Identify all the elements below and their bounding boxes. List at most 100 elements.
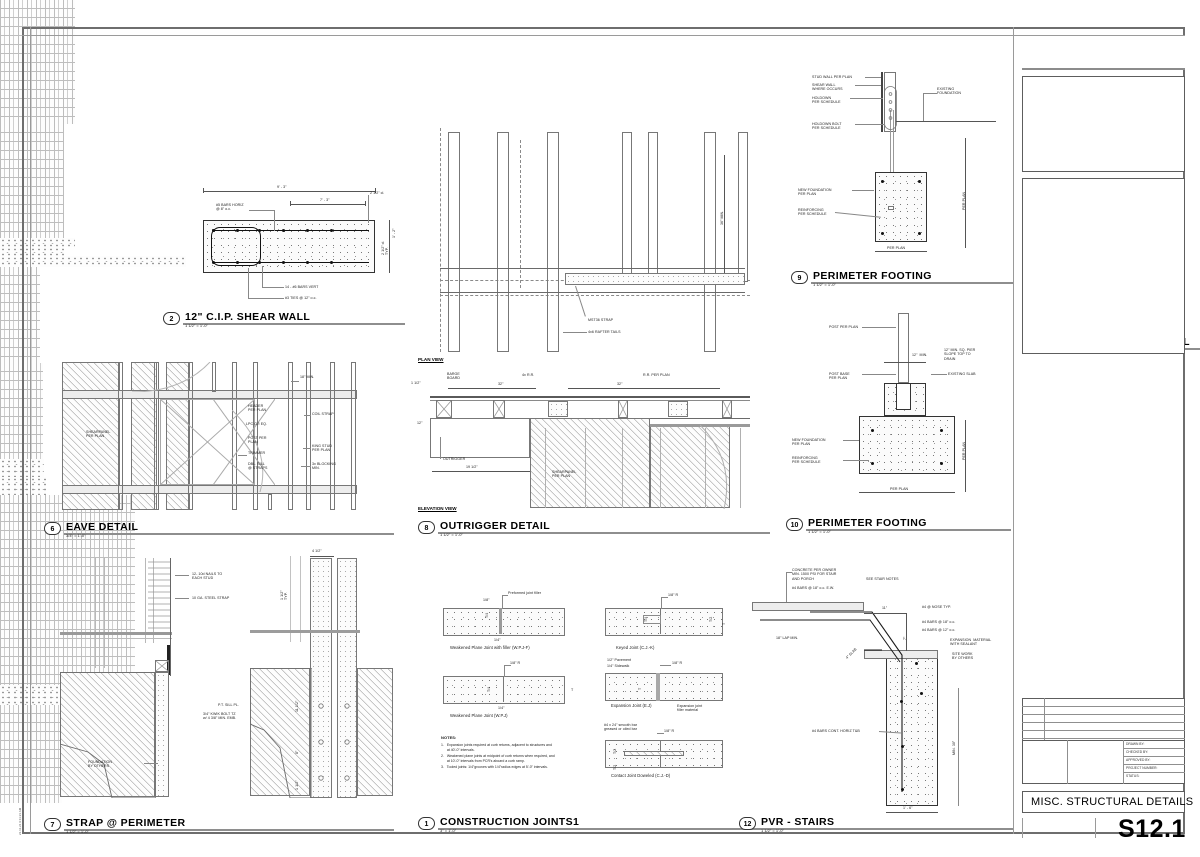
- dim-clearance: 2 1/2" cl.: [370, 191, 385, 195]
- tb-field-row: [1123, 756, 1185, 757]
- holdown-body: [884, 86, 897, 130]
- detail-number: 9: [791, 271, 808, 284]
- tb-detail-box-3: [1022, 178, 1185, 354]
- rebar-horiz-top: [214, 230, 369, 232]
- field-drawn-by: DRAWN BY:: [1126, 742, 1145, 746]
- stud-e: [585, 428, 586, 508]
- leader: [843, 440, 859, 441]
- title-rule: [759, 828, 1013, 830]
- title-rule: [438, 828, 768, 830]
- label-cont-bars: #4 BARS CONT. HORIZ T&B: [812, 729, 860, 733]
- label-cj2-d: 1/4": [498, 706, 505, 710]
- shear-wall-face: [881, 72, 883, 132]
- label-cj5-b: 1/8" R: [664, 729, 675, 733]
- label-width: 1' - 6": [903, 806, 913, 810]
- barge-board: [436, 400, 452, 418]
- detail-name: OUTRIGGER DETAIL: [440, 520, 551, 532]
- label-min30: MIN. 30": [952, 740, 956, 755]
- rebar-dot: [915, 662, 918, 665]
- detail-perimeter-footing-9: PER PLAN PER PLAN STUD WALL PER PLAN SHE…: [0, 0, 1200, 287]
- leader: [262, 266, 263, 287]
- label-trimmer: TRIMMER: [248, 451, 266, 455]
- label-12min: 12" MIN.: [912, 353, 928, 357]
- site-joint: [958, 688, 959, 806]
- rebar-dot: [940, 429, 943, 432]
- leader: [852, 190, 874, 191]
- border-right-inner: [1013, 27, 1014, 834]
- label-mst36: MST36 STRAP: [588, 318, 614, 322]
- label-shearpanel-elev: SHEARPANEL PER PLAN: [552, 470, 577, 479]
- tb-field-col-2: [1123, 740, 1124, 784]
- dim-clearance-typ: 2 1/2" cl. TYP.: [381, 240, 390, 255]
- plot-stamp: 21.11.21 9:11:21 AM: [18, 807, 22, 835]
- site-gravel: [0, 685, 62, 705]
- leader: [862, 374, 896, 375]
- rebar-dot: [258, 229, 261, 232]
- cj4-filler: [656, 673, 660, 701]
- rr-x: [619, 401, 627, 417]
- shearpanel-elev-1: [530, 418, 650, 508]
- label-12in: 12": [417, 421, 423, 425]
- stud: [253, 362, 258, 510]
- label-bolt: 3/4" KWIK BOLT TZ w/ 4 3/8" MIN. EMB.: [203, 712, 237, 721]
- earth-10-left: [0, 267, 40, 363]
- rafter: [622, 132, 632, 282]
- tb-rev-row: [1022, 722, 1185, 723]
- strap-stud: [104, 558, 105, 668]
- leader: [855, 124, 885, 125]
- cj3-keyway: [643, 615, 661, 624]
- braced-bay: [160, 399, 255, 485]
- stud-e: [660, 428, 661, 508]
- title-rule: [183, 323, 405, 325]
- label-cj5-c: T/2: [613, 748, 617, 754]
- leader: [862, 327, 896, 328]
- label-cj4-a: 1/2" Pavement: [607, 658, 632, 662]
- leader: [368, 195, 369, 223]
- label-header: HEADER PER PLAN: [248, 404, 267, 413]
- notes-title: NOTES:: [441, 735, 457, 740]
- label-holdown-9: HOLDOWN PER SCHEDULE: [812, 96, 841, 105]
- dim-7in: [906, 613, 907, 651]
- stud: [188, 362, 193, 510]
- tb-rev-row: [1022, 714, 1185, 715]
- cj-slab-2: [443, 676, 565, 704]
- note-3: 3. Tooled joints: 1/4"grooves with 1/4"r…: [441, 765, 548, 769]
- detail-scale: 1 1/2" = 1'-0": [808, 529, 831, 534]
- label-min18: 18" MIN.: [300, 375, 315, 379]
- plate-line: [440, 292, 745, 293]
- rebar-dot: [236, 261, 239, 264]
- leader: [301, 466, 311, 467]
- tb-rev-row: [1022, 706, 1185, 707]
- label-post: POST PER PLAN: [248, 436, 267, 445]
- steel-strap-line: [170, 558, 171, 676]
- cj-filler: [499, 608, 502, 634]
- detail-number: 10: [786, 518, 803, 531]
- label-7in: 7": [903, 636, 907, 640]
- strap-stud: [145, 558, 146, 643]
- label-8: 8": [295, 750, 299, 754]
- rebar-dot: [306, 229, 309, 232]
- rr-x: [723, 401, 731, 417]
- dim-12min: [884, 362, 926, 363]
- rebar-dot: [881, 232, 884, 235]
- label-bars-ew: #4 BARS @ 18" o.c. E.W.: [792, 586, 835, 590]
- label-preformed-filler: Preformed joint filler: [508, 591, 542, 595]
- dim-4-1-2: [310, 556, 334, 557]
- rafter: [738, 132, 748, 282]
- tb-rev-row: [1022, 730, 1185, 731]
- label-concrete-owner: CONCRETE PER OWNER MIN. 1500 PSI FOR STA…: [792, 568, 837, 581]
- label-cj1-a: 1/8": [483, 598, 490, 602]
- stud: [154, 362, 159, 510]
- leader: [249, 210, 275, 211]
- detail-name: EAVE DETAIL: [66, 521, 139, 533]
- leader: [304, 415, 311, 416]
- stud: [232, 362, 237, 510]
- label-19-1-2: 19 1/2": [466, 465, 478, 469]
- rafter: [704, 132, 716, 352]
- stud: [306, 362, 311, 510]
- rebar-dot: [330, 229, 333, 232]
- sheet-name: MISC. STRUCTURAL DETAILS: [1031, 796, 1194, 808]
- label-36min: 36" MIN.: [720, 210, 724, 225]
- detail-scale: 1 1/2" = 1'-0": [761, 828, 784, 833]
- strap-column: [310, 558, 332, 798]
